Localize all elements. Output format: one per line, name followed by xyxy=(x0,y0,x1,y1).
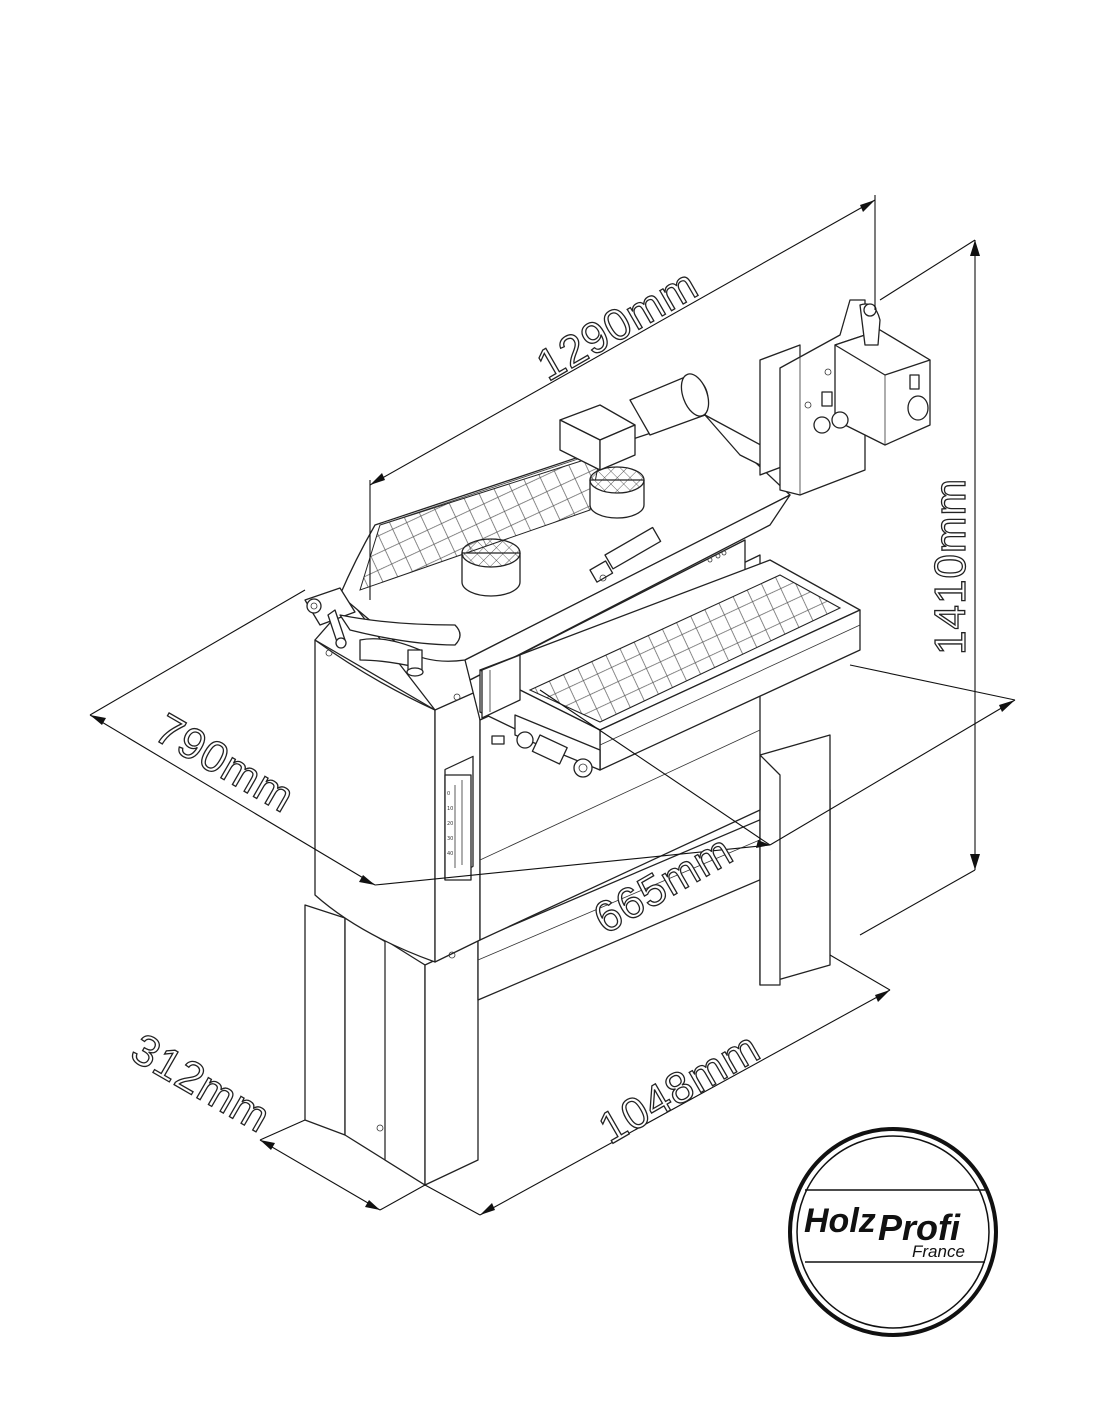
stand xyxy=(304,734,831,1186)
height-scale: 0 10 20 30 40 xyxy=(444,774,472,881)
dust-port-right xyxy=(589,466,645,519)
logo-brand-profi: Profi xyxy=(878,1207,961,1248)
svg-text:0: 0 xyxy=(447,791,450,797)
hand-wheel xyxy=(304,587,461,677)
dim-1048: 1048mm xyxy=(591,1023,769,1154)
table-adjuster xyxy=(491,714,601,778)
pressure-handle xyxy=(589,526,662,583)
motor xyxy=(559,373,771,471)
holzprofi-logo: Holz Profi France xyxy=(788,1127,998,1337)
conveyor-table xyxy=(479,559,861,778)
logo-brand-holz: Holz xyxy=(804,1202,876,1240)
svg-text:20: 20 xyxy=(447,821,453,827)
logo-sub: France xyxy=(912,1242,965,1261)
dim-1410: 1410mm xyxy=(926,478,975,655)
svg-text:10: 10 xyxy=(447,806,453,812)
svg-text:40: 40 xyxy=(447,851,453,857)
dust-port-left xyxy=(461,538,521,597)
dim-1290: 1290mm xyxy=(529,260,707,391)
svg-text:30: 30 xyxy=(447,836,453,842)
dimension-lines xyxy=(89,195,1016,1216)
dim-312: 312mm xyxy=(123,1024,279,1142)
control-box xyxy=(759,299,931,496)
